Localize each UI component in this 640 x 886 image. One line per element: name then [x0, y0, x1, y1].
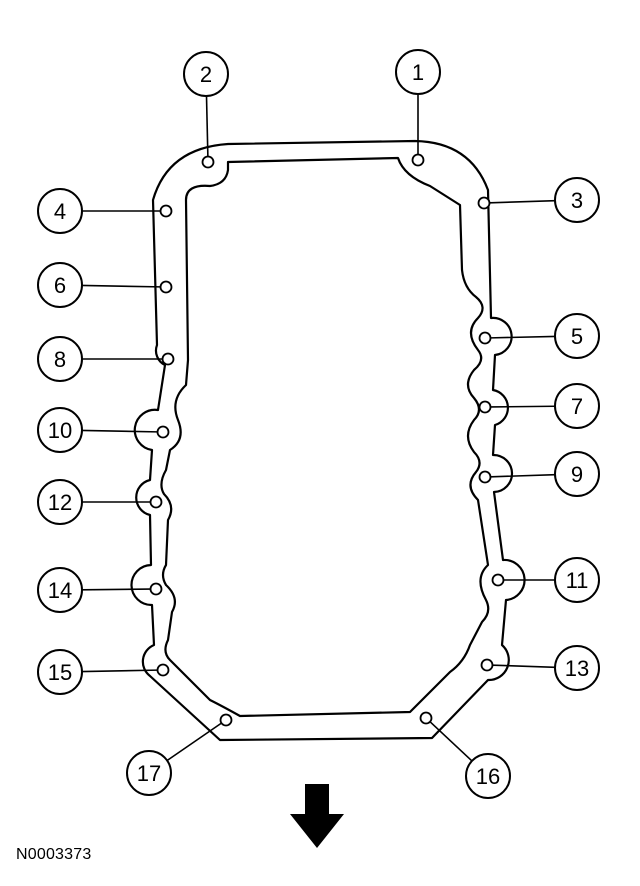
- callout-8: 8: [37, 336, 83, 382]
- callout-number: 13: [565, 656, 589, 681]
- callout-4: 4: [37, 188, 83, 234]
- leader-line-3: [489, 199, 556, 204]
- callout-number: 3: [571, 188, 583, 213]
- callout-circle: [395, 49, 441, 95]
- callout-number: 9: [571, 462, 583, 487]
- callout-circle: [554, 313, 600, 359]
- callout-15: 15: [37, 649, 83, 695]
- bolt-hole-8: [161, 352, 175, 366]
- callout-9: 9: [554, 451, 600, 497]
- callout-number: 8: [54, 347, 66, 372]
- callout-7: 7: [554, 383, 600, 429]
- callout-circle: [554, 451, 600, 497]
- callout-number: 10: [48, 418, 72, 443]
- leader-line-6: [81, 284, 161, 288]
- bolt-hole-5: [478, 331, 492, 345]
- bolt-holes: [149, 153, 505, 727]
- leader-line-2: [205, 95, 209, 157]
- callout-circle: [37, 262, 83, 308]
- callout-circle: [554, 383, 600, 429]
- callout-circle: [37, 567, 83, 613]
- bolt-hole-6: [159, 280, 173, 294]
- leader-lines: [81, 94, 556, 762]
- bolt-hole-10: [156, 425, 170, 439]
- callout-16: 16: [465, 753, 511, 799]
- bolt-hole-11: [491, 573, 505, 587]
- callout-number: 12: [48, 490, 72, 515]
- callout-1: 1: [395, 49, 441, 95]
- callout-17: 17: [126, 750, 172, 796]
- bolt-hole-7: [478, 400, 492, 414]
- callout-circle: [554, 177, 600, 223]
- callout-12: 12: [37, 479, 83, 525]
- callout-circle: [554, 557, 600, 603]
- leader-line-13: [492, 664, 556, 669]
- callout-5: 5: [554, 313, 600, 359]
- callout-11: 11: [554, 557, 600, 603]
- bolt-hole-13: [480, 658, 494, 672]
- leader-line-17: [166, 722, 222, 762]
- callout-10: 10: [37, 407, 83, 453]
- callout-circle: [37, 407, 83, 453]
- callout-number: 17: [137, 761, 161, 786]
- callout-number: 15: [48, 660, 72, 685]
- callout-number: 16: [476, 764, 500, 789]
- gasket-outer-outline: [130, 139, 526, 742]
- callout-circle: [37, 336, 83, 382]
- callout-number: 2: [200, 62, 212, 87]
- bolt-hole-15: [156, 663, 170, 677]
- callout-13: 13: [554, 645, 600, 691]
- callout-number: 11: [566, 568, 589, 593]
- callout-circle: [465, 753, 511, 799]
- leader-line-10: [81, 429, 158, 433]
- callout-6: 6: [37, 262, 83, 308]
- bolt-hole-2: [201, 155, 215, 169]
- bolt-hole-4: [159, 204, 173, 218]
- gasket-inner-outline: [160, 156, 490, 718]
- bolt-hole-1: [411, 153, 425, 167]
- bolt-hole-12: [149, 495, 163, 509]
- callout-circle: [37, 649, 83, 695]
- bolt-hole-9: [478, 470, 492, 484]
- callout-2: 2: [183, 51, 229, 97]
- bolt-hole-3: [477, 196, 491, 210]
- leader-line-7: [490, 405, 556, 408]
- bolt-hole-17: [219, 713, 233, 727]
- leader-line-15: [81, 669, 158, 673]
- callout-circle: [37, 188, 83, 234]
- callout-number: 1: [412, 60, 424, 85]
- leader-line-5: [490, 335, 556, 339]
- callout-14: 14: [37, 567, 83, 613]
- callout-circle: [183, 51, 229, 97]
- leader-line-9: [490, 473, 556, 478]
- arrow-down-icon: [290, 784, 344, 848]
- callout-number: 4: [54, 199, 66, 224]
- callout-number: 6: [54, 273, 66, 298]
- callout-number: 14: [48, 578, 72, 603]
- callout-3: 3: [554, 177, 600, 223]
- leader-line-14: [81, 588, 151, 591]
- callout-circle: [126, 750, 172, 796]
- callout-number: 7: [571, 394, 583, 419]
- callout-circle: [554, 645, 600, 691]
- callout-circle: [37, 479, 83, 525]
- leader-line-16: [429, 721, 473, 762]
- bolt-hole-14: [149, 582, 163, 596]
- reference-code: N0003373: [16, 846, 92, 863]
- bolt-hole-16: [419, 711, 433, 725]
- callout-number: 5: [571, 324, 583, 349]
